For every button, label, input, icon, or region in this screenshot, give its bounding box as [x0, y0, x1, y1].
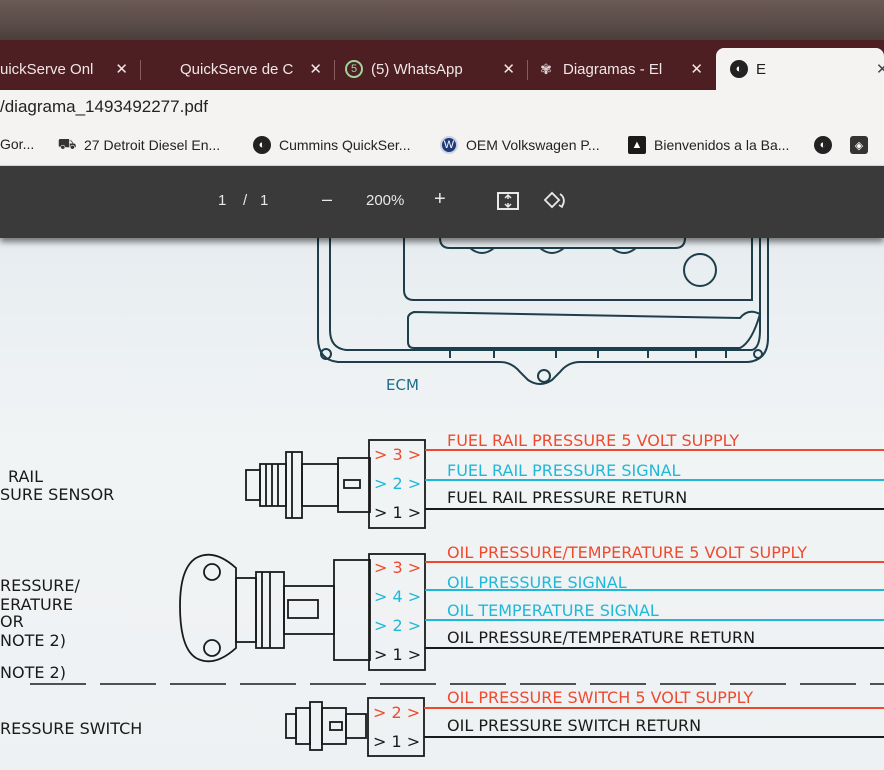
- tab-quickserve-online[interactable]: uickServe Onl ✕: [0, 48, 138, 90]
- connector-pin: > 4 >: [374, 587, 421, 606]
- triangle-icon: ▲: [628, 136, 646, 154]
- bookmark-bienvenidos[interactable]: ▲ Bienvenidos a la Ba...: [628, 136, 789, 154]
- page-separator: /: [243, 192, 248, 209]
- wire-label: FUEL RAIL PRESSURE SIGNAL: [447, 461, 681, 480]
- url-text[interactable]: /diagrama_1493492277.pdf: [0, 97, 208, 116]
- sensor-label: OR: [0, 612, 24, 631]
- fuel-rail-connector: > 3 > > 2 > > 1 > FUEL RAIL PRESSURE 5 V…: [368, 431, 884, 529]
- tab-title: QuickServe de C: [180, 60, 294, 78]
- pdf-toolbar: 1 / 1 – 200% +: [0, 166, 884, 238]
- wire-label: OIL TEMPERATURE SIGNAL: [447, 601, 659, 620]
- tab-title: E: [756, 60, 767, 78]
- truck-icon: ⛟: [57, 135, 77, 153]
- connector-pin: > 2 >: [374, 474, 421, 493]
- globe-icon: ◐: [730, 60, 748, 78]
- bookmark-label: Cummins QuickSer...: [279, 137, 411, 153]
- whatsapp-icon: 5: [345, 60, 363, 78]
- monitor-bezel: [0, 0, 884, 40]
- tab-diagramas[interactable]: ✾ Diagramas - El ✕: [537, 48, 713, 90]
- bookmark-label: 27 Detroit Diesel En...: [84, 137, 221, 153]
- wire-label: OIL PRESSURE SWITCH 5 VOLT SUPPLY: [447, 688, 753, 707]
- bookmark-detroit-diesel[interactable]: ⛟ 27 Detroit Diesel En...: [57, 135, 221, 154]
- wire-label: OIL PRESSURE SIGNAL: [447, 573, 627, 592]
- ecm-label: ECM: [386, 376, 419, 394]
- oil-sensor-symbol: [179, 553, 371, 663]
- sensor-label: RESSURE SWITCH: [0, 719, 142, 738]
- close-icon[interactable]: ✕: [309, 61, 322, 78]
- oil-sensor-connector: > 3 > > 4 > > 2 > > 1 > OIL PRESSURE/TEM…: [368, 543, 884, 671]
- bookmarks-bar: Gor... ⛟ 27 Detroit Diesel En... ◐ Cummi…: [0, 126, 884, 166]
- sensor-label: SURE SENSOR: [0, 485, 114, 504]
- bookmark-item[interactable]: Gor...: [0, 136, 34, 152]
- connector-pin: > 3 >: [374, 558, 421, 577]
- sensor-label: RESSURE/: [0, 576, 80, 595]
- globe-icon: ◐: [814, 136, 832, 154]
- tab-separator: [140, 60, 141, 80]
- wire-label: OIL PRESSURE/TEMPERATURE RETURN: [447, 628, 755, 647]
- sensor-label: NOTE 2): [0, 631, 66, 650]
- tab-active[interactable]: ◐ E ✕: [716, 48, 884, 90]
- page-total: 1: [260, 192, 269, 209]
- close-icon[interactable]: ✕: [115, 61, 128, 78]
- connector-pin: > 2 >: [374, 616, 421, 635]
- close-icon[interactable]: ✕: [876, 61, 884, 78]
- connector-pin: > 2 >: [373, 703, 420, 722]
- pdf-page: ECM > 3 > > 2 > > 1 > FUEL RAIL PRESSURE…: [0, 238, 884, 770]
- ecm-outline: [317, 238, 769, 385]
- wire-label: FUEL RAIL PRESSURE 5 VOLT SUPPLY: [447, 431, 739, 450]
- connector-pin: > 1 >: [374, 503, 421, 522]
- wiring-diagram: ECM > 3 > > 2 > > 1 > FUEL RAIL PRESSURE…: [0, 238, 884, 757]
- fuel-rail-sensor-symbol: [245, 451, 371, 519]
- bookmark-label: OEM Volkswagen P...: [466, 137, 600, 153]
- bookmark-volkswagen[interactable]: W OEM Volkswagen P...: [440, 136, 600, 154]
- page-current[interactable]: 1: [218, 192, 227, 209]
- bookmark-label: Gor...: [0, 136, 35, 152]
- connector-pin: > 1 >: [373, 732, 420, 751]
- globe-icon: ◐: [253, 136, 271, 154]
- fit-page-icon[interactable]: [496, 191, 520, 215]
- oil-pressure-switch-connector: > 2 > > 1 > OIL PRESSURE SWITCH 5 VOLT S…: [367, 688, 884, 757]
- zoom-level[interactable]: 200%: [366, 192, 405, 209]
- zoom-in-button[interactable]: +: [434, 188, 446, 210]
- bookmark-label: Bienvenidos a la Ba...: [654, 137, 790, 153]
- zoom-out-button[interactable]: –: [322, 189, 333, 209]
- sensor-label: ERATURE: [0, 595, 73, 614]
- oil-pressure-switch-symbol: [285, 701, 367, 751]
- bookmark-globe[interactable]: ◐: [814, 136, 840, 154]
- wire-label: OIL PRESSURE/TEMPERATURE 5 VOLT SUPPLY: [447, 543, 807, 562]
- connector-pin: > 1 >: [374, 645, 421, 664]
- tab-title: uickServe Onl: [0, 60, 94, 78]
- close-icon[interactable]: ✕: [690, 61, 703, 78]
- wire-label: FUEL RAIL PRESSURE RETURN: [447, 488, 687, 507]
- tab-separator: [334, 60, 335, 80]
- bookmark-extra[interactable]: ◈: [850, 136, 876, 154]
- tab-title: (5) WhatsApp: [371, 60, 463, 78]
- close-icon[interactable]: ✕: [502, 61, 515, 78]
- tab-title: Diagramas - El: [563, 60, 663, 78]
- volkswagen-icon: W: [440, 136, 458, 154]
- sensor-label: RAIL: [8, 467, 43, 486]
- diagram-icon: ✾: [540, 60, 552, 77]
- sensor-label: NOTE 2): [0, 663, 66, 682]
- wire-label: OIL PRESSURE SWITCH RETURN: [447, 716, 701, 735]
- tab-quickserve-de[interactable]: QuickServe de C ✕: [180, 48, 332, 90]
- app-icon: ◈: [850, 136, 868, 154]
- tab-separator: [527, 60, 528, 80]
- address-bar: /diagrama_1493492277.pdf: [0, 90, 884, 126]
- rotate-icon[interactable]: [542, 190, 568, 216]
- tab-whatsapp[interactable]: 5 (5) WhatsApp ✕: [345, 48, 525, 90]
- connector-pin: > 3 >: [374, 445, 421, 464]
- bookmark-cummins[interactable]: ◐ Cummins QuickSer...: [253, 136, 410, 154]
- tab-strip: uickServe Onl ✕ QuickServe de C ✕ 5 (5) …: [0, 40, 884, 90]
